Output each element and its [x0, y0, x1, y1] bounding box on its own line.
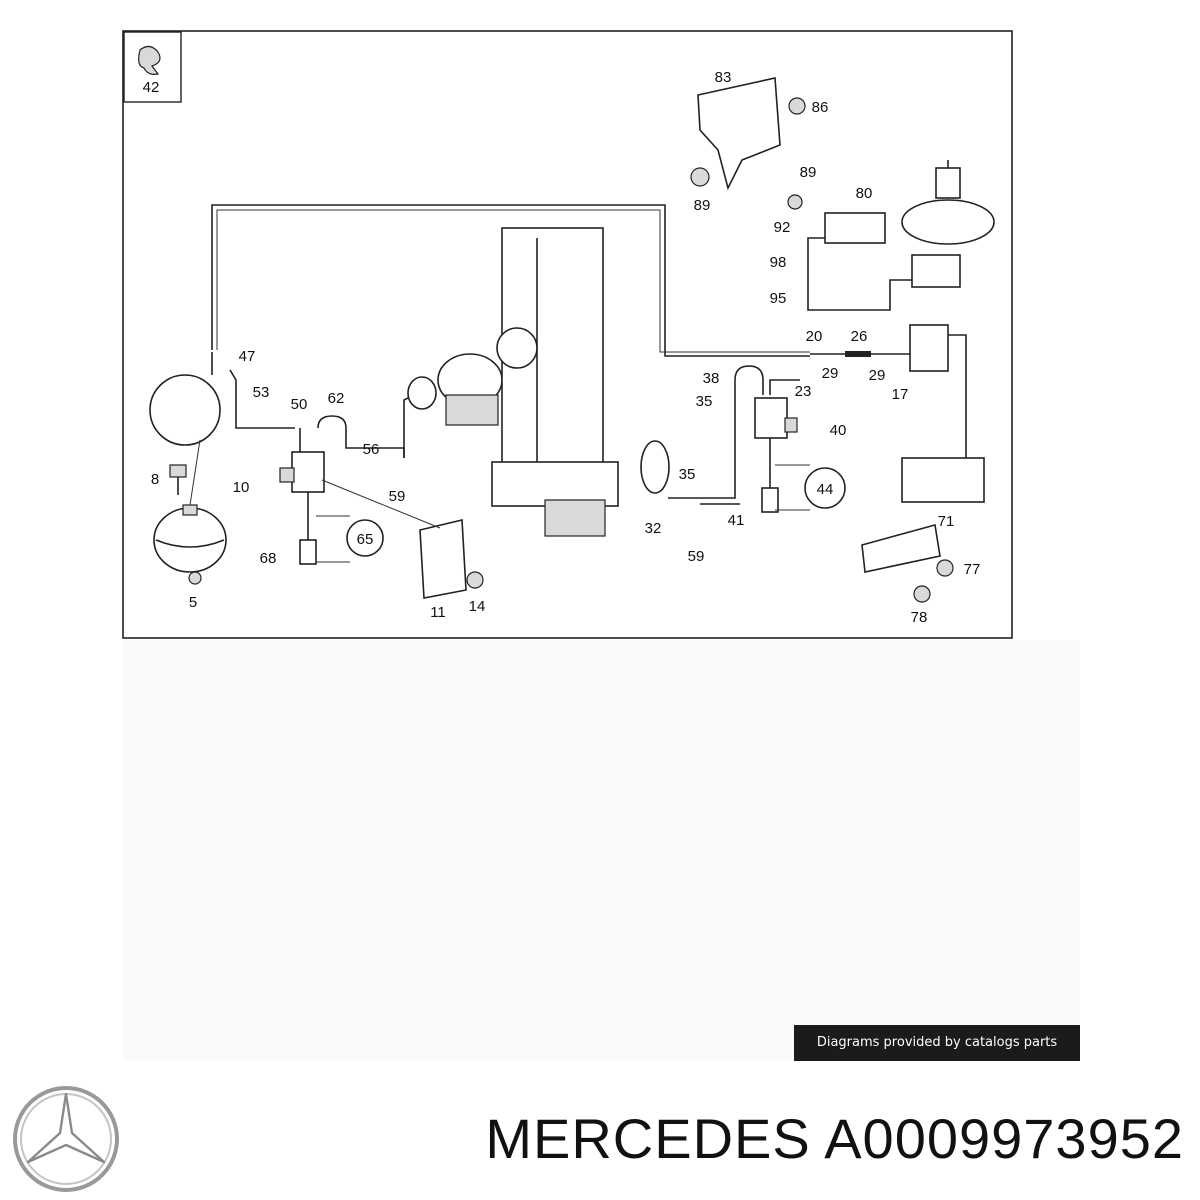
label-35b: 35 [679, 466, 696, 483]
nut [936, 559, 954, 577]
credit-banner: Diagrams provided by catalogs parts [794, 1025, 1080, 1061]
label-92: 92 [774, 219, 791, 236]
brand-name: MERCEDES [485, 1107, 811, 1170]
label-42: 42 [143, 79, 160, 96]
switchover-valve [279, 415, 405, 565]
label-86: 86 [812, 99, 829, 116]
main-vacuum-line [211, 204, 810, 357]
label-8: 8 [151, 471, 159, 488]
vacuum-pump [640, 365, 764, 505]
label-11: 11 [430, 604, 446, 621]
blank-area [123, 640, 1080, 1060]
label-89: 89 [800, 164, 817, 181]
mercedes-logo [13, 1086, 119, 1192]
label-32: 32 [645, 520, 662, 537]
bolt [787, 194, 803, 210]
bracket-83 [697, 77, 781, 191]
label-40: 40 [830, 422, 847, 439]
label-29b: 29 [869, 367, 886, 384]
label-68: 68 [260, 550, 277, 567]
restrictor [845, 351, 871, 357]
label-17: 17 [892, 386, 909, 403]
label-83: 83 [715, 69, 732, 86]
label-29: 29 [822, 365, 839, 382]
nut [690, 167, 710, 187]
label-26: 26 [851, 328, 868, 345]
part-title: MERCEDES A0009973952 [485, 1106, 1184, 1171]
label-65: 65 [357, 531, 374, 548]
bracket [321, 479, 484, 599]
label-77: 77 [964, 561, 981, 578]
label-98: 98 [770, 254, 787, 271]
label-50: 50 [291, 396, 308, 413]
label-41: 41 [728, 512, 745, 529]
label-47: 47 [239, 348, 256, 365]
ref-circle-44 [804, 467, 846, 509]
part-number: A0009973952 [824, 1107, 1184, 1170]
label-10: 10 [233, 479, 250, 496]
label-59: 59 [389, 488, 406, 505]
ref-circle-65 [346, 519, 384, 557]
label-56: 56 [363, 441, 380, 458]
pressure-valve [754, 379, 800, 513]
brake-booster [807, 160, 995, 311]
label-14: 14 [469, 598, 486, 615]
label-95: 95 [770, 290, 787, 307]
converter-17 [909, 324, 949, 372]
vacuum-tank [153, 439, 227, 585]
label-59b: 59 [688, 548, 705, 565]
label-89b: 89 [694, 197, 711, 214]
label-44: 44 [817, 481, 834, 498]
line-to-71 [948, 334, 967, 458]
turbo-actuator [407, 353, 503, 426]
label-5: 5 [189, 594, 197, 611]
module-80 [824, 212, 886, 244]
clip-icon [138, 45, 161, 75]
label-35: 35 [696, 393, 713, 410]
label-53: 53 [253, 384, 270, 401]
engine-block [491, 227, 619, 537]
label-80: 80 [856, 185, 873, 202]
label-62: 62 [328, 390, 345, 407]
bolt [913, 585, 931, 603]
label-38: 38 [703, 370, 720, 387]
label-71: 71 [938, 513, 955, 530]
nut [788, 97, 806, 115]
label-20: 20 [806, 328, 823, 345]
module-71 [901, 457, 985, 503]
bolt [169, 464, 187, 495]
pressure-reservoir [149, 352, 295, 446]
bracket-71 [861, 523, 941, 573]
label-23: 23 [795, 383, 812, 400]
label-78: 78 [911, 609, 928, 626]
